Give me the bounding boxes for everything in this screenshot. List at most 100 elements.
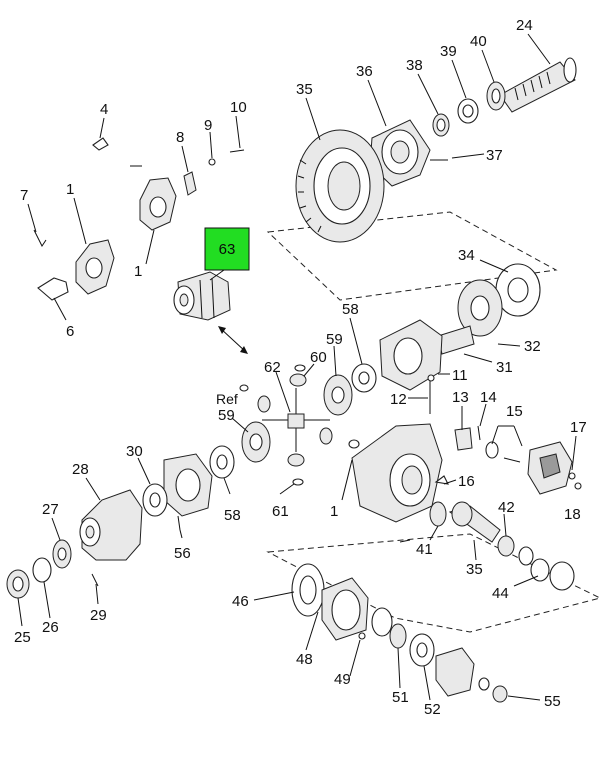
washer-shift — [485, 441, 499, 459]
ring-gear-group-outline — [266, 211, 558, 301]
callout-17: 17 — [570, 419, 587, 436]
pinion-60 — [289, 373, 307, 387]
callout-13: 13 — [452, 389, 469, 406]
callout-34: 34 — [458, 247, 475, 264]
callout-15: 15 — [506, 403, 523, 420]
callout-1-cap-lower: 1 — [66, 181, 74, 198]
callout-25: 25 — [14, 629, 31, 646]
bearing-51 — [389, 623, 407, 649]
callout-60: 60 — [310, 349, 327, 366]
callout-10: 10 — [230, 99, 247, 116]
callout-52: 52 — [424, 701, 441, 718]
cage-48 — [321, 577, 369, 641]
callout-29: 29 — [90, 607, 107, 624]
shift-unit-15 — [527, 441, 573, 495]
callout-16: 16 — [458, 473, 475, 490]
callout-30: 30 — [126, 443, 143, 460]
bolt-56 — [177, 515, 181, 531]
bolt-49 — [358, 632, 366, 640]
callout-labels: 24 40 39 38 36 35 37 4 10 8 9 7 1 1 6 34… — [14, 17, 587, 718]
spacer — [518, 546, 534, 566]
callout-56: 56 — [174, 545, 191, 562]
bolt-29 — [91, 573, 99, 587]
callout-58-upper: 58 — [342, 301, 359, 318]
pin-9 — [208, 158, 216, 166]
washer — [478, 677, 490, 691]
callout-1-cap-upper: 1 — [134, 263, 142, 280]
bearing-cap-upper — [139, 177, 177, 231]
differential-assembly-63 — [173, 271, 231, 321]
pinion-right — [319, 427, 333, 445]
callout-48: 48 — [296, 651, 313, 668]
callout-55: 55 — [544, 693, 561, 710]
nut-18 — [574, 482, 582, 490]
nut-55 — [492, 685, 508, 703]
pinion-ref — [257, 395, 271, 413]
callout-26: 26 — [42, 619, 59, 636]
callout-38: 38 — [406, 57, 423, 74]
callout-8: 8 — [176, 129, 184, 146]
bearing-cap-lower — [75, 239, 115, 295]
callout-32: 32 — [524, 338, 541, 355]
callout-49: 49 — [334, 671, 351, 688]
pinion-group-outline — [266, 533, 602, 633]
ring-gear-35 — [295, 129, 385, 243]
cotter-pin-7 — [33, 229, 47, 247]
callout-4: 4 — [100, 101, 108, 118]
diff-case-half-left — [163, 453, 213, 517]
side-gear-59a — [323, 374, 353, 416]
diff-case-half-right — [379, 319, 443, 391]
lock-plate-4 — [92, 137, 109, 151]
yoke — [435, 647, 475, 697]
washer-17 — [568, 472, 576, 480]
callout-35-pinion: 35 — [466, 561, 483, 578]
callout-59-lower: 59 — [218, 407, 235, 424]
callout-46: 46 — [232, 593, 249, 610]
lever-13 — [454, 427, 473, 451]
differential-case-28 — [79, 489, 143, 561]
callout-40: 40 — [470, 33, 487, 50]
callout-35-ring-gear: 35 — [296, 81, 313, 98]
callout-7: 7 — [20, 187, 28, 204]
side-gear-59b — [241, 421, 271, 463]
spider-62 — [262, 388, 330, 452]
pinion-61 — [287, 453, 305, 467]
cup-26 — [32, 557, 52, 583]
pin-14 — [477, 425, 481, 441]
callout-59-upper: 59 — [326, 331, 343, 348]
leader-lines — [17, 33, 577, 701]
callout-6: 6 — [66, 323, 74, 340]
callout-51: 51 — [392, 689, 409, 706]
callout-14: 14 — [480, 389, 497, 406]
callout-1-housing: 1 — [330, 503, 338, 520]
callout-41: 41 — [416, 541, 433, 558]
shaft-31 — [437, 325, 475, 355]
callout-9: 9 — [204, 117, 212, 134]
callout-28: 28 — [72, 461, 89, 478]
callout-31: 31 — [496, 359, 513, 376]
pinion-shaft — [499, 57, 577, 113]
cotter-pin-10 — [229, 149, 245, 153]
callout-37: 37 — [486, 147, 503, 164]
callout-11: 11 — [452, 367, 468, 384]
callout-62: 62 — [264, 359, 281, 376]
callout-61: 61 — [272, 503, 289, 520]
callout-44: 44 — [492, 585, 509, 602]
seal-44 — [549, 561, 575, 591]
callout-39: 39 — [440, 43, 457, 60]
shim-44 — [530, 558, 550, 582]
adjuster-8 — [183, 171, 197, 196]
bolt-41 — [399, 539, 411, 543]
seal-cup — [371, 607, 393, 637]
callout-42: 42 — [498, 499, 515, 516]
ref-label: Ref — [216, 391, 238, 407]
carrier-36 — [369, 119, 431, 187]
callout-36: 36 — [356, 63, 373, 80]
callout-27: 27 — [42, 501, 59, 518]
callout-18: 18 — [564, 506, 581, 523]
flange-32 — [457, 279, 503, 337]
callout-58-lower: 58 — [224, 507, 241, 524]
bearing-41 — [429, 501, 447, 527]
